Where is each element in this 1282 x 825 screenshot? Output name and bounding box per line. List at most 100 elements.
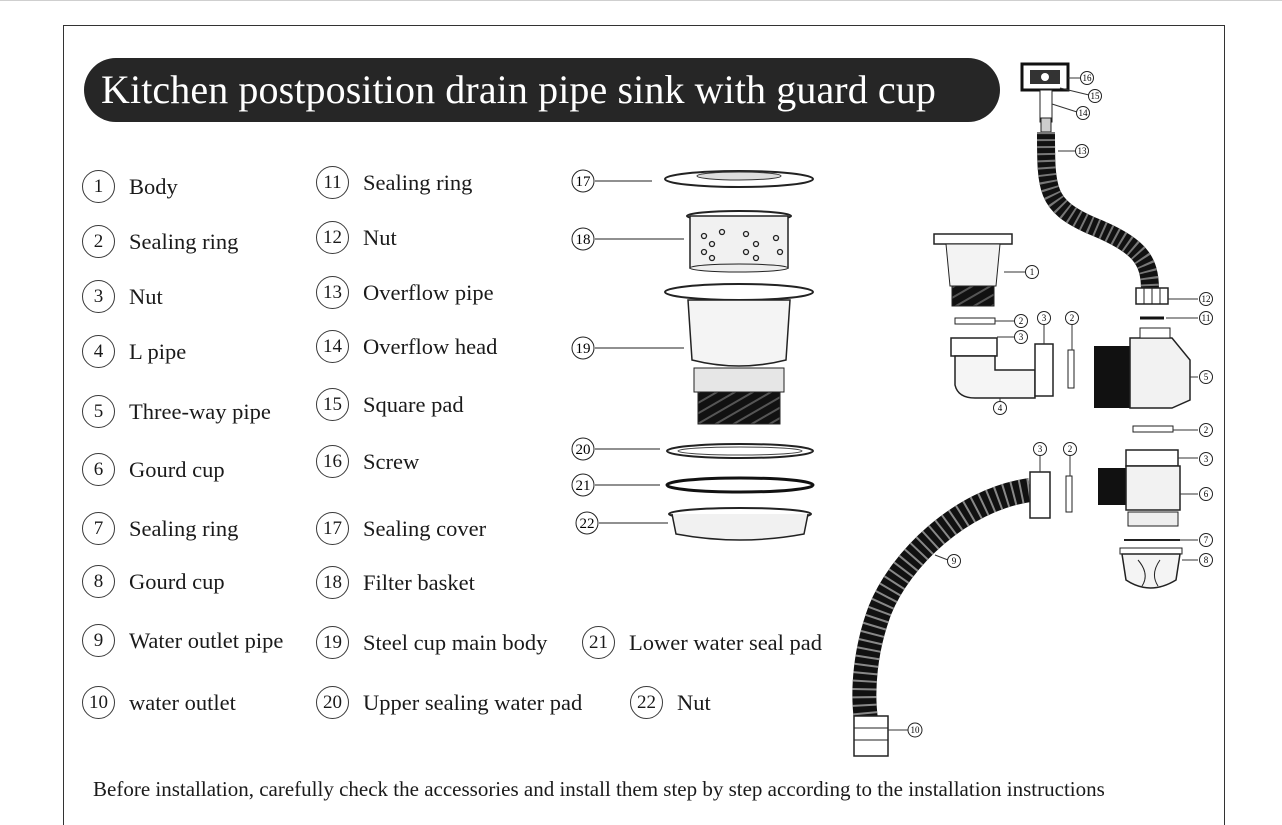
callout-2: 2 [1063,442,1077,456]
sealing-cover-part [664,170,814,188]
callout-2: 2 [1065,311,1079,325]
page-title: Kitchen postposition drain pipe sink wit… [101,67,936,112]
part-number-badge: 16 [316,445,349,478]
svg-text:9: 9 [952,556,957,566]
part-label: Overflow pipe [363,279,494,305]
svg-text:1: 1 [1030,267,1035,277]
part-label: L pipe [129,338,187,364]
part-number-badge: 1 [82,170,115,203]
svg-text:12: 12 [1202,294,1211,304]
part-number-badge: 18 [316,566,349,599]
svg-text:8: 8 [1204,555,1209,565]
callout-12: 12 [1199,292,1213,306]
svg-text:3: 3 [1038,444,1043,454]
water-outlet-pipe-part [852,478,1033,722]
svg-text:15: 15 [1091,91,1101,101]
svg-text:13: 13 [1078,146,1088,156]
overflow-nut-part [1135,287,1169,305]
overflow-head-part [1039,89,1053,133]
svg-text:22: 22 [580,516,595,532]
svg-text:3: 3 [1042,313,1047,323]
callout-4: 4 [993,401,1007,415]
svg-text:7: 7 [1204,535,1209,545]
callout-7: 7 [1199,533,1213,547]
part-label: Sealing ring [129,515,239,541]
callout-9: 9 [947,554,961,568]
part-label: Screw [363,448,420,474]
svg-text:14: 14 [1079,108,1089,118]
part-number-badge: 12 [316,221,349,254]
svg-text:3: 3 [1204,454,1209,464]
svg-text:6: 6 [1204,489,1209,499]
part-label: Lower water seal pad [629,629,823,655]
callout-3: 3 [1033,442,1047,456]
outlet-nut-part [1029,471,1073,519]
part-label: Sealing cover [363,515,487,541]
svg-text:11: 11 [1202,313,1211,323]
part-label: Square pad [363,391,464,417]
legend-item: 16 Screw [316,445,419,478]
svg-text:2: 2 [1019,316,1024,326]
part-number-badge: 9 [82,624,115,657]
upper-sealing-water-pad-part [666,443,814,459]
callout-8: 8 [1199,553,1213,567]
legend-item: 5 Three-way pipe [82,395,271,428]
part-label: Steel cup main body [363,629,548,655]
callout-3: 3 [1037,311,1051,325]
callout-13: 13 [1075,144,1089,158]
part-number-badge: 5 [82,395,115,428]
part-label: Gourd cup [129,568,225,594]
steel-cup-main-body-part [664,283,814,425]
callout-6: 6 [1199,487,1213,501]
callout-17: 17 [571,169,595,193]
callout-1: 1 [1025,265,1039,279]
part-label: Nut [129,283,163,309]
callout-20: 20 [571,437,595,461]
callout-21: 21 [571,473,595,497]
legend-item: 17 Sealing cover [316,512,486,545]
water-outlet-part [853,715,889,757]
part-number-badge: 10 [82,686,115,719]
callout-10: 10 [907,722,923,738]
svg-text:10: 10 [911,725,921,735]
overflow-pipe-part [1037,131,1159,291]
part-number-badge: 3 [82,280,115,313]
top-divider [0,0,1282,1]
title-banner [84,58,1000,122]
part-label: Nut [677,689,711,715]
callout-3: 3 [1014,330,1028,344]
part-label: Sealing ring [129,228,239,254]
part-number-badge: 14 [316,330,349,363]
part-number-badge: 17 [316,512,349,545]
svg-text:17: 17 [576,174,592,190]
legend-item: 8 Gourd cup [82,565,225,598]
svg-text:16: 16 [1083,73,1093,83]
sheet-frame [63,25,1225,825]
part-label: Three-way pipe [129,398,271,424]
part-label: water outlet [129,689,236,715]
part-number-badge: 19 [316,626,349,659]
legend-item: 13 Overflow pipe [316,276,494,309]
callout-22: 22 [575,511,599,535]
part-number-badge: 22 [630,686,663,719]
part-label: Nut [363,224,397,250]
svg-text:18: 18 [576,232,591,248]
part-number-badge: 13 [316,276,349,309]
callout-3: 3 [1199,452,1213,466]
svg-text:20: 20 [576,442,591,458]
svg-text:2: 2 [1068,444,1073,454]
part-label: Sealing ring [363,169,473,195]
part-number-badge: 6 [82,453,115,486]
callout-19: 19 [571,336,595,360]
svg-text:3: 3 [1019,332,1024,342]
part-number-badge: 8 [82,565,115,598]
legend-item: 3 Nut [82,280,163,313]
